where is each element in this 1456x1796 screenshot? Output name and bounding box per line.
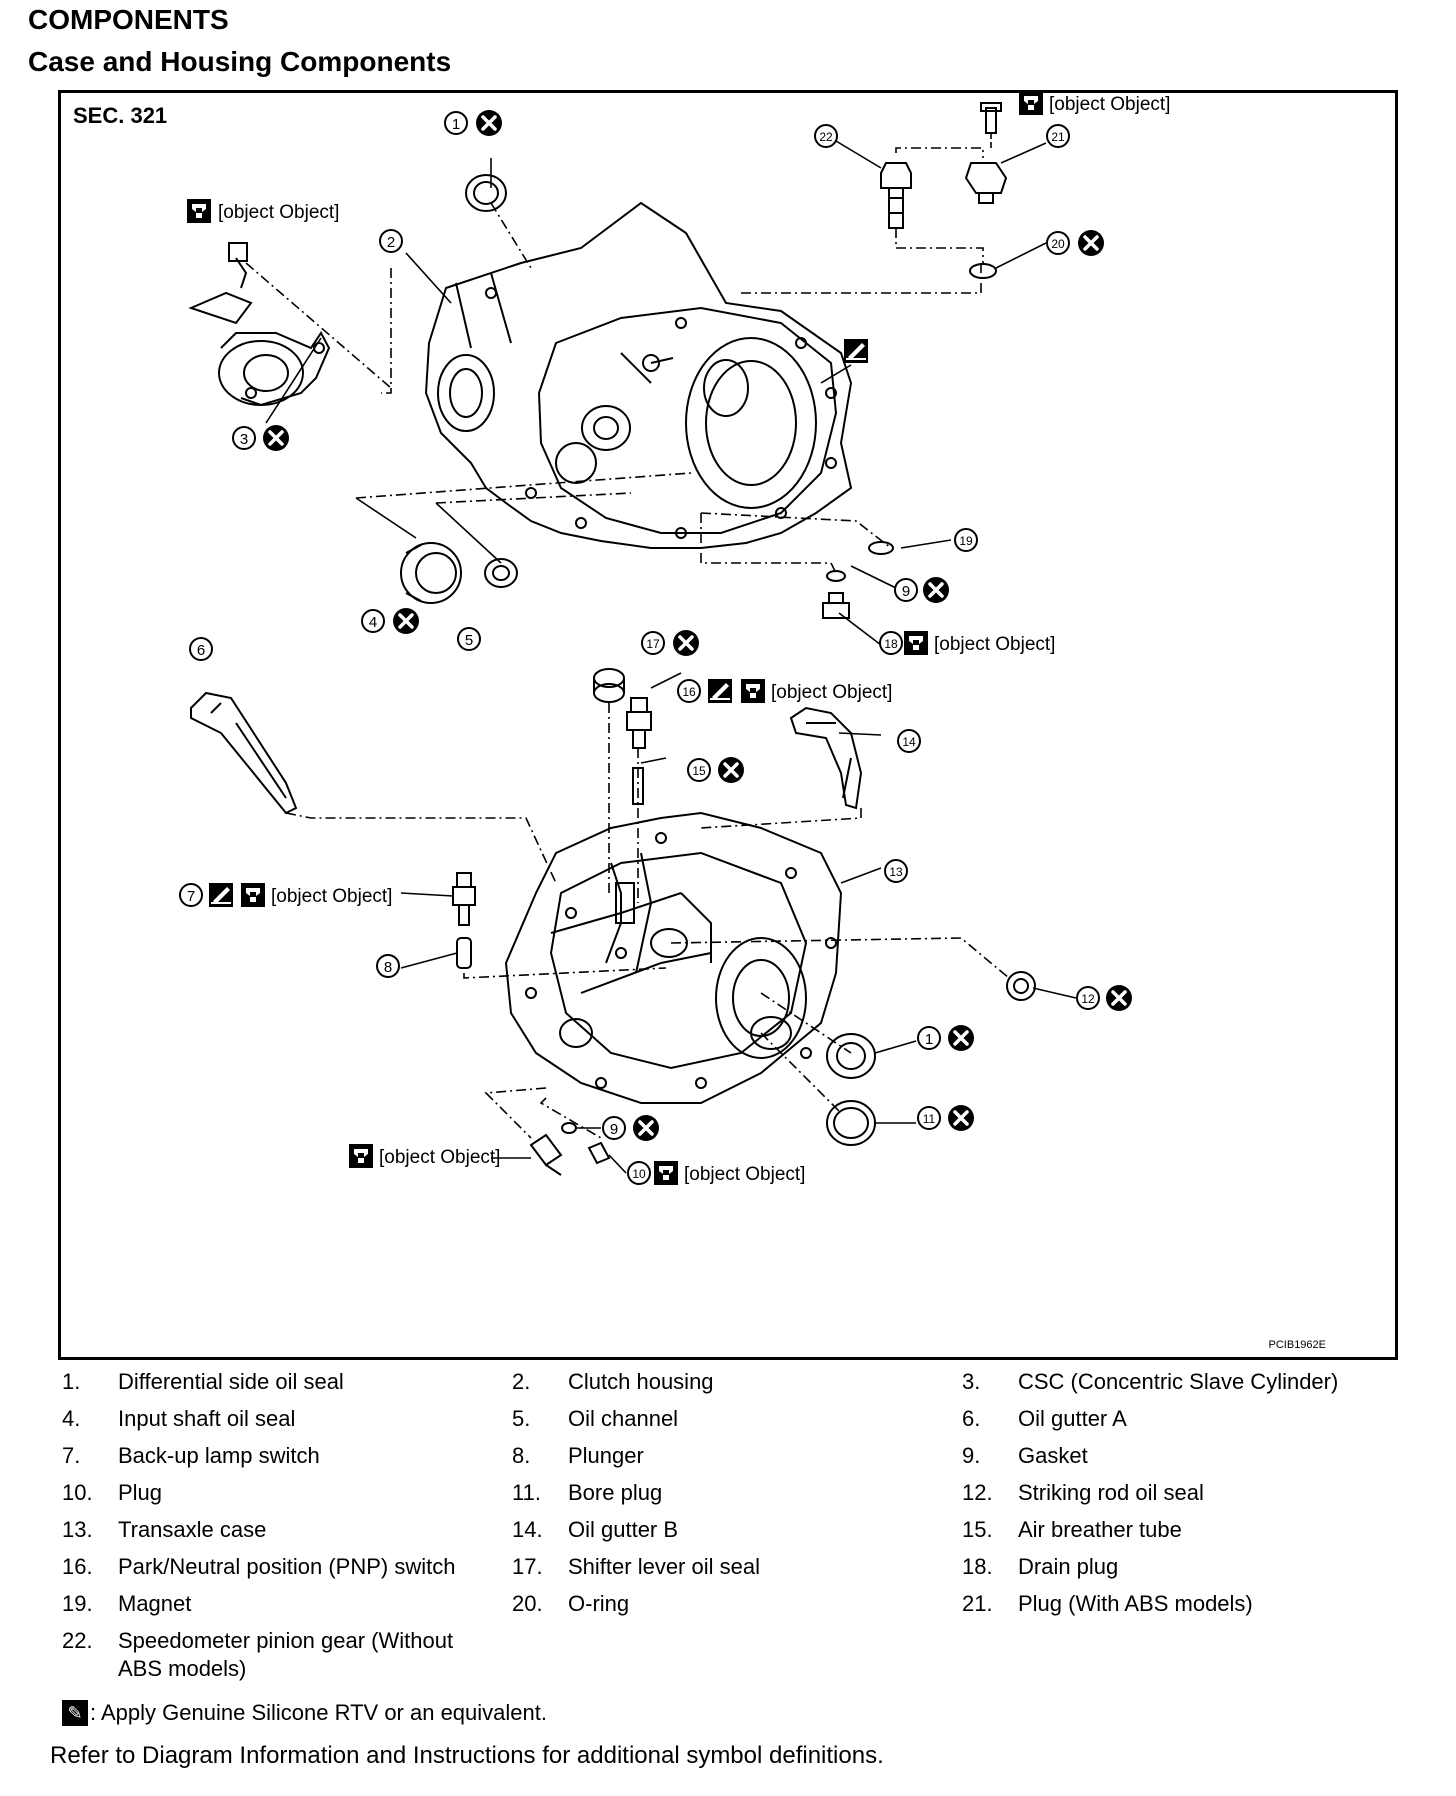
callout-markers: 1 2 3 19 9 18 5 4 6 17 16 15 14 13	[179, 93, 1134, 1185]
rtv-note: ✎ : Apply Genuine Silicone RTV or an equ…	[62, 1700, 547, 1726]
callout-6: 6	[197, 642, 205, 659]
torque-spec: [object Object]	[271, 886, 392, 907]
callout-12: 12	[1081, 992, 1095, 1006]
striking-rod-seal-drawing	[1006, 971, 1036, 1001]
callout-19: 19	[959, 534, 973, 548]
callout-8: 8	[384, 959, 392, 976]
pnp-switch-drawing	[626, 697, 652, 749]
input-shaft-seal-4	[400, 542, 462, 604]
exploded-diagram-frame: SEC. 321	[58, 90, 1398, 1360]
callout-21: 21	[1051, 130, 1065, 144]
callout-16: 16	[682, 685, 696, 699]
torque-wrench-icon	[904, 631, 928, 655]
callout-1: 1	[925, 1031, 933, 1048]
torque-spec: [object Object]	[771, 682, 892, 703]
oil-gutter-a-drawing	[190, 691, 298, 815]
shifter-seal-drawing	[593, 668, 625, 703]
torque-wrench-icon	[187, 199, 211, 223]
replace-icon	[391, 606, 421, 636]
lower-leader-lines	[285, 672, 1077, 1174]
transaxle-case-drawing	[504, 811, 843, 1104]
image-code: PCIB1962E	[1269, 1339, 1326, 1351]
reference-note: Refer to Diagram Information and Instruc…	[50, 1742, 884, 1769]
replace-icon	[261, 423, 291, 453]
replace-icon	[671, 628, 701, 658]
callout-15: 15	[692, 764, 706, 778]
drain-parts-upper	[822, 541, 894, 619]
replace-icon	[946, 1103, 976, 1133]
callout-1: 1	[452, 116, 460, 133]
callout-3: 3	[240, 431, 248, 448]
exploded-diagram: SEC. 321	[73, 93, 1326, 1351]
replace-icon	[716, 755, 746, 785]
torque-spec: [object Object]	[218, 202, 339, 223]
replace-icon	[474, 108, 504, 138]
callout-9: 9	[902, 583, 910, 600]
torque-wrench-icon	[241, 883, 265, 907]
rtv-sealant-icon: ✎	[62, 1700, 88, 1726]
rtv-sealant-icon	[843, 338, 869, 364]
upper-leader-lines	[245, 158, 982, 646]
torque-wrench-icon	[1019, 93, 1043, 115]
oil-seal-1-upper	[465, 174, 507, 212]
callout-10: 10	[632, 1167, 646, 1181]
lower-seals-drawing	[826, 1033, 876, 1146]
lower-plugs-drawing	[529, 1122, 611, 1176]
oil-gutter-b-drawing	[789, 706, 863, 810]
replace-icon	[921, 575, 951, 605]
callout-5: 5	[465, 632, 473, 649]
callout-2: 2	[387, 234, 395, 251]
rtv-note-text: : Apply Genuine Silicone RTV or an equiv…	[90, 1700, 547, 1725]
torque-spec: [object Object]	[684, 1164, 805, 1185]
torque-wrench-icon	[741, 679, 765, 703]
page-subtitle: Case and Housing Components	[28, 46, 452, 77]
replace-icon	[1076, 228, 1106, 258]
callout-18: 18	[884, 637, 898, 651]
torque-spec: [object Object]	[1049, 94, 1170, 115]
torque-specs: [object Object] [object Object] [object …	[218, 94, 1170, 1185]
torque-spec: [object Object]	[379, 1147, 500, 1168]
callout-11: 11	[923, 1112, 936, 1126]
torque-spec: [object Object]	[934, 634, 1055, 655]
replace-icon	[631, 1113, 661, 1143]
callout-22: 22	[819, 130, 833, 144]
csc-drawing	[188, 242, 331, 407]
speedometer-parts	[835, 102, 1047, 279]
callout-4: 4	[369, 614, 377, 631]
callout-20: 20	[1051, 237, 1065, 251]
page-title: COMPONENTS	[28, 4, 229, 35]
callout-7: 7	[187, 888, 195, 905]
callout-14: 14	[902, 735, 916, 749]
replace-icon	[946, 1023, 976, 1053]
callout-13: 13	[889, 865, 903, 879]
rtv-sealant-icon	[208, 882, 234, 908]
callout-9: 9	[610, 1121, 618, 1138]
torque-wrench-icon	[654, 1161, 678, 1185]
torque-wrench-icon	[349, 1144, 373, 1168]
section-label: SEC. 321	[73, 103, 167, 128]
replace-icon	[1104, 983, 1134, 1013]
callout-17: 17	[646, 637, 660, 651]
oil-channel-5	[484, 558, 518, 588]
clutch-housing-drawing	[424, 201, 853, 549]
rtv-sealant-icon	[707, 678, 733, 704]
